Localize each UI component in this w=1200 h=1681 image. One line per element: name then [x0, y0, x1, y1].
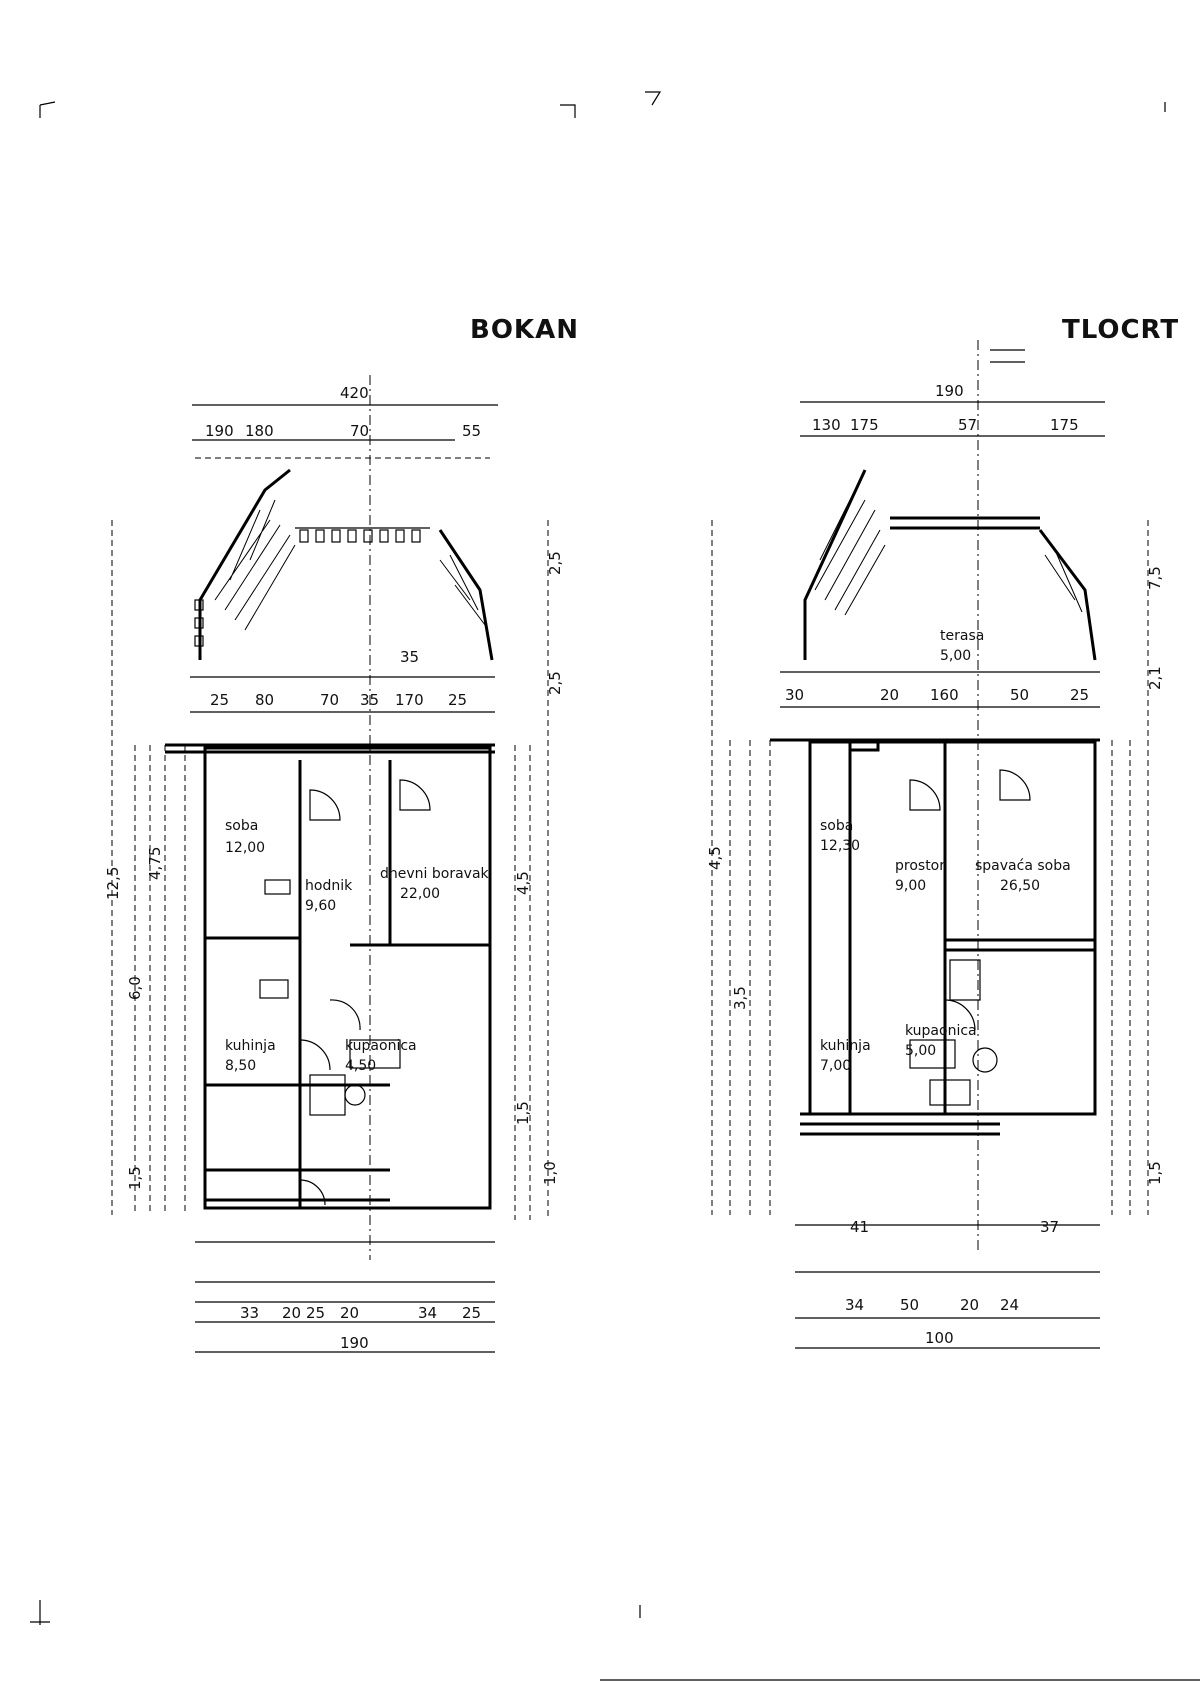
right-room-1-name: soba	[820, 818, 853, 834]
right-outer-walls	[808, 740, 1097, 1116]
left-outer-walls	[203, 746, 492, 1210]
right-dim-bottom-2: 34	[845, 1296, 864, 1314]
left-floor-plan: BOKAN 420 190 180 70 55 35	[104, 315, 579, 1353]
left-dim-bottom-3: 25	[306, 1304, 325, 1322]
left-top-dimensions: 420 190 180 70 55 35	[192, 384, 498, 666]
right-room-1-area: 12,30	[820, 838, 860, 854]
left-side-dimensions: 12,5 1,5 4,75 6,0	[104, 520, 186, 1215]
right-dim-top-0: 190	[935, 382, 964, 400]
crop-marks	[30, 91, 1200, 1681]
right-room-3-name: spavaća soba	[975, 858, 1071, 874]
left-dim-row-2: 70	[320, 691, 339, 709]
right-bottom-dimensions: 41 37 34 50 20 24 100	[795, 1218, 1100, 1349]
left-room-0-area: 12,00	[225, 840, 265, 856]
left-dim-side-r2: 1,5	[514, 1101, 532, 1125]
right-dim-top-3: 57	[958, 416, 977, 434]
left-bottom-dimensions: 190 33 20 25 20 34 25	[195, 1241, 495, 1353]
left-room-3-name: kuhinja	[225, 1038, 276, 1054]
right-fixtures	[909, 1039, 998, 1106]
right-room-5-area: 5,00	[905, 1043, 936, 1059]
left-room-2-name: hodnik	[305, 878, 353, 894]
left-dim-top-5: 35	[400, 648, 419, 666]
left-dim-bottom-5: 34	[418, 1304, 437, 1322]
left-bay-wall-right	[438, 529, 494, 661]
left-dim-row-0: 25	[210, 691, 229, 709]
left-room-0-name: soba	[225, 818, 258, 834]
left-dim-row-3: 35	[360, 691, 379, 709]
left-dim-side-4: 1,0	[541, 1161, 559, 1185]
right-top-dimensions: 190 130 175 57 175	[800, 382, 1105, 437]
right-railing	[890, 516, 1040, 530]
right-dim-row-0: 30	[785, 686, 804, 704]
left-dim-side-5: 6,0	[126, 976, 144, 1000]
left-dim-row-1: 80	[255, 691, 274, 709]
left-dim-top-4: 55	[462, 422, 481, 440]
left-dim-bottom-2: 20	[282, 1304, 301, 1322]
right-room-2-name: prostor	[895, 858, 945, 874]
left-dim-top-0: 420	[340, 384, 369, 402]
left-right-dimensions: 2,5 2,5 4,5 1,5 1,0	[514, 520, 564, 1220]
right-room-4-name: kuhinja	[820, 1038, 871, 1054]
left-room-4-name: kupaonica	[345, 1038, 417, 1054]
left-dim-bottom-4: 20	[340, 1304, 359, 1322]
left-dim-top-2: 180	[245, 422, 274, 440]
right-room-0-area: 5,00	[940, 648, 971, 664]
right-plan-title: TLOCRT	[1062, 315, 1179, 345]
right-room-5-name: kupaonica	[905, 1023, 977, 1039]
right-dim-bottom-3: 50	[900, 1296, 919, 1314]
right-dim-row-2: 160	[930, 686, 959, 704]
left-bay-wall-left	[198, 468, 291, 660]
left-dim-bottom-6: 25	[462, 1304, 481, 1322]
right-dim-side-1: 2,1	[1146, 666, 1164, 690]
right-doors	[909, 769, 1031, 1031]
right-dim-top-2: 175	[850, 416, 879, 434]
left-room-3-area: 8,50	[225, 1058, 256, 1074]
left-dim-side-1: 1,5	[126, 1166, 144, 1190]
left-dim-bottom-1: 33	[240, 1304, 259, 1322]
right-room-4-area: 7,00	[820, 1058, 851, 1074]
right-bay-wall-left	[803, 469, 867, 660]
left-dim-top-3: 70	[350, 422, 369, 440]
right-room-3-area: 26,50	[1000, 878, 1040, 894]
right-side-dimensions: 4,5 3,5 7,5 2,1 1,5	[706, 520, 1164, 1215]
right-dim-top-4: 175	[1050, 416, 1079, 434]
right-dim-bottom-6: 100	[925, 1329, 954, 1347]
right-dim-row-1: 20	[880, 686, 899, 704]
right-dim-row-3: 50	[1010, 686, 1029, 704]
right-dim-bottom-0: 41	[850, 1218, 869, 1236]
right-hatch	[814, 479, 1083, 616]
right-bay-wall-right	[1038, 529, 1097, 661]
left-fixtures	[259, 879, 401, 1116]
right-dim-bottom-4: 20	[960, 1296, 979, 1314]
left-dim-side-r0: 2,5	[546, 551, 564, 575]
left-dim-side-6: 4,75	[146, 847, 164, 880]
left-dim-row-4: 170	[395, 691, 424, 709]
right-dim-row-4: 25	[1070, 686, 1089, 704]
right-floor-plan: TLOCRT 190 130 175 57 175 terasa 5,00 30…	[706, 315, 1179, 1349]
left-room-1-area: 22,00	[400, 886, 440, 902]
left-room-2-area: 9,60	[305, 898, 336, 914]
left-dim-side-r1: 2,5	[546, 671, 564, 695]
left-room-1-name: dnevni boravak	[380, 866, 490, 882]
left-dim-row-5: 25	[448, 691, 467, 709]
left-balusters	[194, 529, 421, 647]
left-hatch	[214, 499, 486, 631]
right-dim-side-0: 7,5	[1146, 566, 1164, 590]
left-dim-bottom-0: 190	[340, 1334, 369, 1352]
right-dim-bottom-5: 24	[1000, 1296, 1019, 1314]
left-room-4-area: 4,50	[345, 1058, 376, 1074]
right-dim-side-4: 1,5	[1146, 1161, 1164, 1185]
left-dim-side-2: 4,5	[514, 871, 532, 895]
right-room-2-area: 9,00	[895, 878, 926, 894]
right-dim-side-2: 4,5	[706, 846, 724, 870]
left-doors	[299, 779, 431, 1206]
right-room-0-name: terasa	[940, 628, 984, 644]
left-plan-title: BOKAN	[470, 315, 579, 345]
right-dim-top-1: 130	[812, 416, 841, 434]
right-dim-bottom-1: 37	[1040, 1218, 1059, 1236]
left-dim-side-0: 12,5	[104, 867, 122, 900]
right-dim-side-3: 3,5	[731, 986, 749, 1010]
left-dim-top-1: 190	[205, 422, 234, 440]
